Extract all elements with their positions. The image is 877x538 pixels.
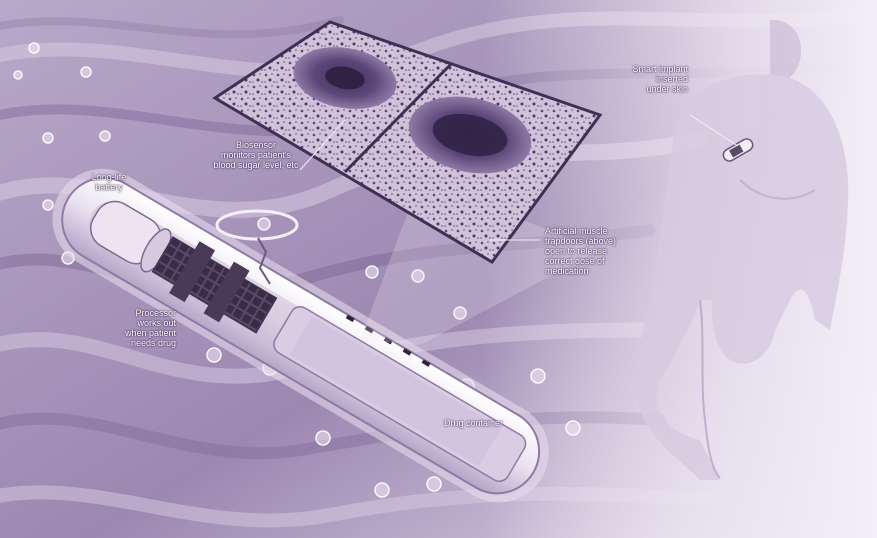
bubble-icon [43,133,53,143]
drug-container-label: Drug container [444,418,534,428]
bubble-icon [100,131,110,141]
bubble-icon [81,67,91,77]
bubble-icon [207,348,221,362]
bubble-icon [316,431,330,445]
implant-label: Smart implant inserted under skin [598,64,688,94]
processor-label: Processor works out when patient needs d… [106,308,176,348]
bubble-icon [14,71,22,79]
bubble-icon [258,218,270,230]
bubble-icon [375,483,389,497]
muscle-label: Artificial muscle trapdoors (above) open… [545,226,655,276]
bubble-icon [29,43,39,53]
biosensor-label: Biosensor monitors patient's blood sugar… [186,140,326,170]
bubble-icon [566,421,580,435]
bubble-icon [531,369,545,383]
battery-label: Long-life battery [74,172,144,192]
bubble-icon [43,200,53,210]
bubble-icon [427,477,441,491]
bubble-icon [366,266,378,278]
